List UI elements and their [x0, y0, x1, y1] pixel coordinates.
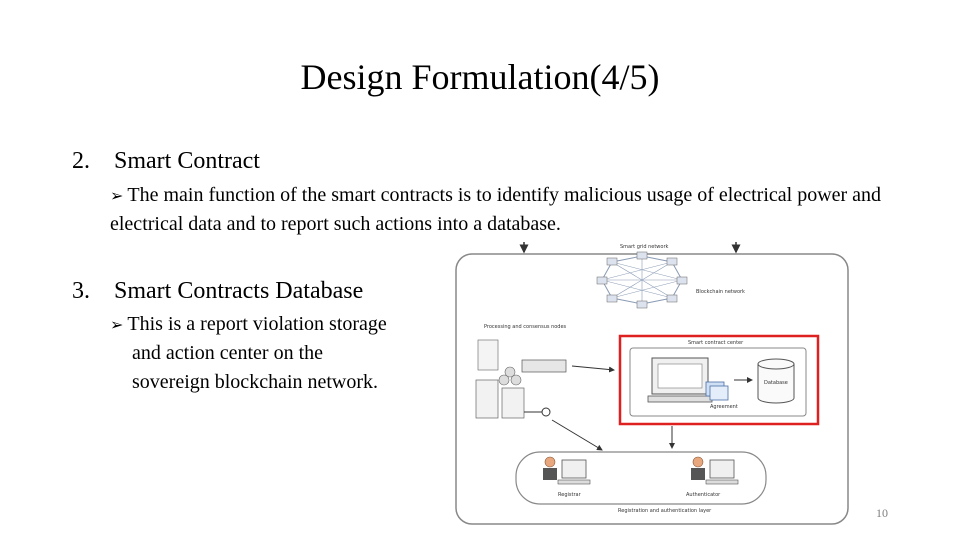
agreement-label: Agreement	[710, 404, 738, 410]
blockchain-network-label: Blockchain network	[696, 289, 745, 295]
registration-layer-label: Registration and authentication layer	[618, 508, 712, 514]
blockchain-network-icon	[596, 251, 688, 309]
outer-frame	[455, 253, 849, 525]
bullet-line: This is a report violation storage	[127, 313, 387, 335]
processing-nodes-label: Processing and consensus nodes	[484, 324, 567, 330]
database-icon	[757, 358, 795, 404]
registrar-icon	[543, 456, 591, 485]
computer-icon	[647, 357, 713, 403]
bullet-line: sovereign blockchain network.	[132, 371, 379, 393]
slide-title: Design Formulation(4/5)	[300, 57, 660, 97]
section-heading-text: Smart Contract	[114, 148, 260, 174]
smart-contract-center-label: Smart contract center	[688, 340, 744, 346]
section-smart-contract-heading: 2. Smart Contract	[72, 148, 260, 175]
registrar-label: Registrar	[558, 492, 582, 498]
arrow-bullet-icon: ➢	[110, 186, 124, 205]
database-label: Database	[764, 380, 788, 386]
section-heading-text: Smart Contracts Database	[114, 278, 364, 304]
smart-grid-label: Smart grid network	[620, 244, 669, 250]
smart-contract-highlight	[618, 334, 820, 426]
database-bullet: ➢This is a report violation storage and …	[110, 310, 450, 397]
section-number: 2.	[72, 148, 90, 174]
section-database-heading: 3. Smart Contracts Database	[72, 278, 363, 305]
authenticator-icon	[691, 456, 739, 485]
agreement-icon	[705, 381, 729, 401]
arrow-bullet-icon: ➢	[110, 315, 124, 334]
architecture-diagram: Smart grid network Blockchain network Pr…	[452, 240, 852, 530]
registration-layer-frame	[515, 451, 767, 505]
section-number: 3.	[72, 278, 90, 304]
diagram-svg: Smart grid network Blockchain network Pr…	[455, 242, 849, 525]
bullet-text: The main function of the smart contracts…	[110, 184, 882, 235]
authenticator-label: Authenticator	[686, 492, 721, 498]
processing-nodes-icon	[475, 339, 567, 419]
smart-contract-bullet: ➢The main function of the smart contract…	[110, 181, 890, 239]
slide-number: 10	[876, 506, 888, 520]
bullet-line: and action center on the	[132, 342, 324, 364]
